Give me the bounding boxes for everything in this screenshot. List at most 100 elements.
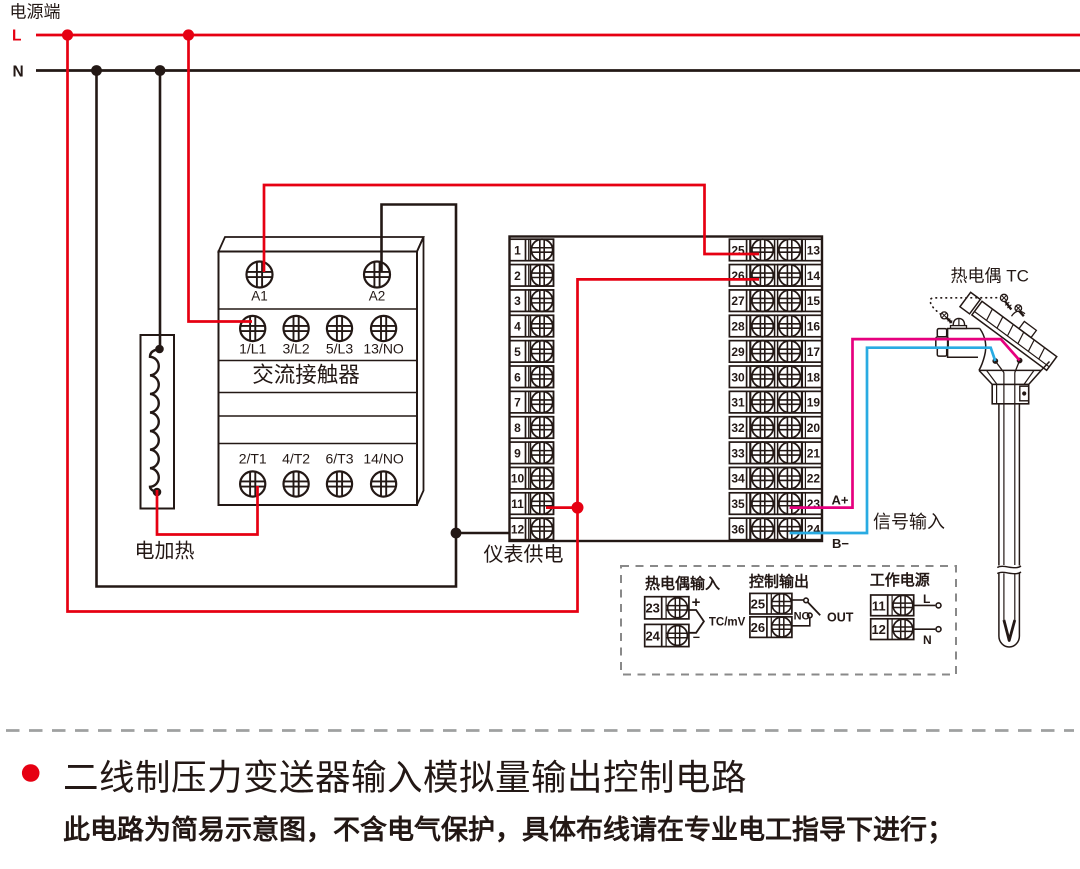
meter-right-terminal-28-16: 28 16 [728, 314, 823, 338]
contactor-top-terminal-label: 3/L2 [282, 341, 309, 357]
working-power-leads [913, 602, 942, 633]
meter-screw-inner-31 [750, 390, 775, 414]
meter-screw-inner-28 [750, 314, 775, 338]
working-l-label: L [923, 592, 930, 606]
meter-left-terminal-4: 4 [508, 314, 555, 338]
terminal-number: 23 [645, 601, 659, 616]
thermocouple-label: 热电偶 TC [951, 267, 1029, 286]
terminal-number: 20 [807, 421, 821, 435]
rail-n-label: N [13, 64, 24, 81]
meter-left-terminal-10: 10 [508, 466, 555, 490]
terminal-number: 34 [731, 472, 745, 486]
wire-n-loop [95, 70, 458, 588]
wire-l-contactor [187, 35, 252, 323]
heater-label: 电加热 [135, 540, 195, 563]
contactor-box [217, 236, 425, 506]
meter-left-terminal-6: 6 [508, 365, 555, 389]
a-plus-label: A+ [832, 493, 849, 508]
meter-right-terminal-30-18: 30 18 [728, 365, 823, 389]
footer-bullet [21, 764, 40, 782]
junction-dots-black [91, 65, 462, 539]
terminal-number: 11 [872, 598, 886, 613]
meter-left-terminal-1: 1 [508, 238, 555, 262]
terminal-number: 29 [731, 345, 745, 359]
meter-left-terminal-5: 5 [508, 339, 555, 363]
meter-screw-left-3 [530, 289, 554, 313]
tc-mv-label: TC/mV [709, 616, 746, 628]
meter-screw-left-6 [530, 365, 554, 389]
terminal-number: 24 [645, 628, 660, 643]
contactor-screw-bottom-3 [369, 470, 398, 498]
terminal-number: 19 [807, 396, 821, 410]
meter-left-terminal-7: 7 [508, 390, 555, 414]
meter-screw-left-2 [530, 263, 554, 287]
meter-screw-inner-26 [750, 263, 775, 287]
detail-terminal-11: 11 [869, 594, 915, 617]
meter-screw-left-4 [530, 314, 554, 338]
control-output-switch [791, 597, 821, 627]
b-minus-label: B− [832, 536, 849, 551]
terminal-number: 13 [807, 243, 821, 257]
wire-a1-meter25 [262, 183, 759, 272]
meter-screw-inner-36 [750, 517, 775, 541]
terminal-number: 22 [807, 472, 821, 486]
meter-screw-outer-21 [777, 441, 802, 465]
thermocouple-art [929, 291, 1058, 648]
terminal-number: 16 [807, 320, 821, 334]
meter-screw-outer-23 [777, 491, 802, 516]
meter-screw-outer-17 [777, 339, 802, 363]
meter-screw-left-5 [530, 339, 554, 363]
meter-left-terminal-9: 9 [508, 441, 555, 465]
meter-screw-left-9 [530, 441, 554, 465]
no-label: NO [794, 611, 811, 623]
terminal-number: 10 [511, 472, 525, 486]
contactor-screw-bottom-1 [282, 470, 310, 498]
power-terminal-label: 电源端 [10, 3, 61, 22]
terminal-number: 4 [514, 320, 521, 334]
detail-terminal-24: 24 [643, 623, 690, 648]
meter-screw-outer-19 [777, 390, 802, 414]
wire-l-loop [66, 35, 759, 613]
meter-left-terminal-2: 2 [508, 263, 555, 287]
terminal-number: 25 [751, 597, 765, 612]
meter-screw-outer-13 [777, 238, 802, 262]
detail-screw-25 [770, 592, 793, 615]
detail-screw-24 [666, 624, 689, 647]
contactor-coil-terminal-label: A2 [369, 289, 386, 304]
detail-terminal-12: 12 [869, 617, 915, 641]
detail-screw-12 [892, 618, 914, 640]
meter-screw-outer-22 [777, 466, 802, 490]
meter-left-terminal-11: 11 [508, 491, 555, 516]
terminal-number: 21 [807, 446, 821, 460]
contactor-top-terminal-label: 13/NO [363, 341, 404, 357]
terminal-number: 18 [807, 370, 821, 384]
wires [36, 29, 1080, 613]
terminal-number: 30 [731, 370, 745, 384]
contactor-screw-top-0 [238, 314, 267, 343]
detail-screw-11 [892, 594, 914, 617]
meter-right-terminal-34-22: 34 22 [728, 466, 823, 490]
terminal-number: 12 [511, 522, 525, 536]
signal-input-label: 信号输入 [873, 512, 945, 532]
tc-probe [996, 372, 1022, 648]
meter-screw-outer-24 [777, 517, 802, 541]
meter-screw-left-10 [530, 466, 554, 490]
meter-screw-left-12 [530, 517, 554, 541]
tc-screw-top [999, 293, 1013, 311]
detail-screw-26 [770, 616, 793, 638]
meter-screw-outer-15 [777, 289, 802, 313]
meter-screw-inner-33 [750, 441, 775, 465]
terminal-number: 28 [731, 320, 745, 334]
tc-plus-label: + [692, 594, 701, 611]
terminal-number: 7 [514, 396, 521, 410]
